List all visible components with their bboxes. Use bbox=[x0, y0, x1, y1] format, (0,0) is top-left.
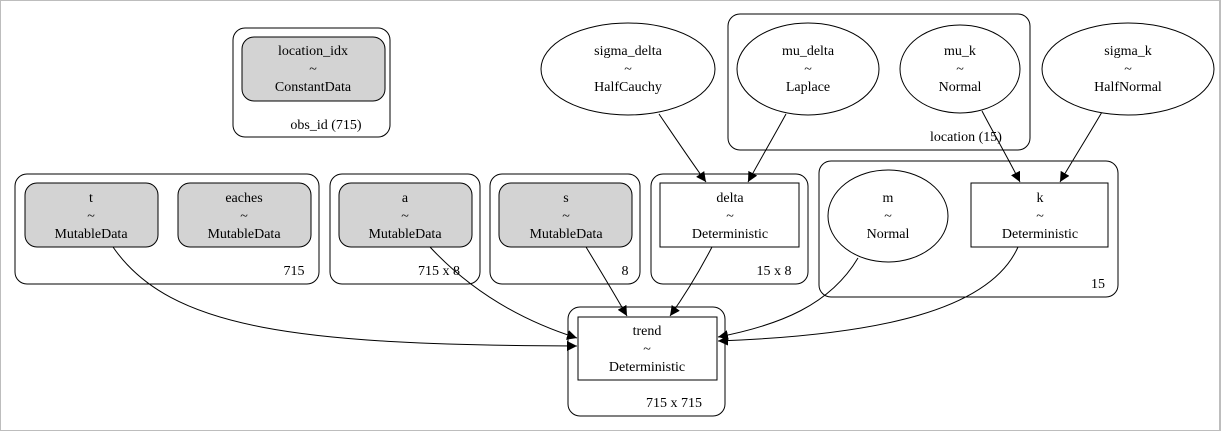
node-sigma-k: sigma_k ~ HalfNormal bbox=[1041, 22, 1215, 116]
node-trend-dist: Deterministic bbox=[609, 360, 685, 375]
node-eaches: eaches ~ MutableData bbox=[177, 182, 312, 248]
plate-label-obs-id: obs_id (715) bbox=[290, 118, 362, 133]
node-mu-delta-tilde: ~ bbox=[804, 62, 812, 77]
node-sigma-k-dist: HalfNormal bbox=[1094, 80, 1162, 95]
edge-sigma-k-to-k bbox=[1059, 111, 1103, 183]
node-k-tilde: ~ bbox=[1036, 209, 1044, 224]
edge-mu-k-to-k bbox=[981, 110, 1021, 183]
edge-delta-to-trend bbox=[669, 246, 713, 317]
node-eaches-dist: MutableData bbox=[207, 227, 281, 242]
node-sigma-delta-name: sigma_delta bbox=[594, 44, 662, 59]
node-s-tilde: ~ bbox=[562, 209, 570, 224]
node-mu-k-name: mu_k bbox=[944, 44, 976, 59]
node-k-dist: Deterministic bbox=[1002, 227, 1078, 242]
node-k-name: k bbox=[1037, 191, 1044, 206]
node-m-name: m bbox=[883, 191, 894, 206]
plate-label-715x715: 715 x 715 bbox=[646, 396, 702, 411]
node-sigma-delta: sigma_delta ~ HalfCauchy bbox=[540, 22, 716, 116]
plate-15x8: 15 x 8 bbox=[650, 173, 809, 285]
node-mu-k: mu_k ~ Normal bbox=[899, 24, 1021, 114]
edge-a-to-trend bbox=[429, 246, 578, 340]
node-delta: delta ~ Deterministic bbox=[659, 182, 800, 248]
node-location-idx-dist: ConstantData bbox=[275, 80, 352, 95]
plate-obs-id: obs_id (715) bbox=[232, 27, 391, 138]
node-delta-name: delta bbox=[716, 191, 744, 206]
node-a-name: a bbox=[402, 191, 409, 206]
node-t-tilde: ~ bbox=[87, 209, 95, 224]
node-a-tilde: ~ bbox=[401, 209, 409, 224]
node-sigma-k-name: sigma_k bbox=[1104, 44, 1151, 59]
plate-715x8: 715 x 8 bbox=[329, 173, 481, 285]
node-t-dist: MutableData bbox=[54, 227, 128, 242]
node-s: s ~ MutableData bbox=[498, 182, 633, 248]
plate-location: location (15) bbox=[727, 13, 1031, 151]
node-delta-tilde: ~ bbox=[726, 209, 734, 224]
node-m-tilde: ~ bbox=[884, 209, 892, 224]
node-trend: trend ~ Deterministic bbox=[577, 316, 718, 381]
edge-s-to-trend bbox=[585, 246, 628, 317]
edge-k-to-trend bbox=[717, 246, 1019, 346]
node-t-name: t bbox=[89, 191, 93, 206]
node-mu-delta: mu_delta ~ Laplace bbox=[736, 22, 880, 116]
plate-label-15: 15 bbox=[1091, 277, 1105, 292]
node-k: k ~ Deterministic bbox=[970, 182, 1109, 248]
node-m: m ~ Normal bbox=[827, 169, 949, 263]
plate-715x715: 715 x 715 bbox=[567, 306, 726, 417]
plate-label-15x8: 15 x 8 bbox=[757, 264, 792, 279]
node-a: a ~ MutableData bbox=[338, 182, 473, 248]
node-sigma-k-tilde: ~ bbox=[1124, 62, 1132, 77]
node-eaches-tilde: ~ bbox=[240, 209, 248, 224]
node-s-name: s bbox=[563, 191, 568, 206]
node-mu-k-dist: Normal bbox=[939, 80, 982, 95]
edge-sigma-delta-to-delta bbox=[658, 113, 707, 183]
node-location-idx: location_idx ~ ConstantData bbox=[241, 36, 386, 102]
edge-m-to-trend bbox=[717, 257, 859, 341]
plate-15: 15 bbox=[818, 160, 1119, 298]
plate-label-715x8: 715 x 8 bbox=[418, 264, 460, 279]
node-trend-tilde: ~ bbox=[643, 342, 651, 357]
plate-label-location: location (15) bbox=[930, 130, 1002, 145]
plate-label-8: 8 bbox=[622, 264, 629, 279]
node-s-dist: MutableData bbox=[529, 227, 603, 242]
node-sigma-delta-tilde: ~ bbox=[624, 62, 632, 77]
plate-715: 715 bbox=[14, 173, 320, 285]
node-t: t ~ MutableData bbox=[24, 182, 159, 248]
plate-label-715: 715 bbox=[284, 264, 305, 279]
node-location-idx-name: location_idx bbox=[278, 44, 348, 59]
node-mu-delta-name: mu_delta bbox=[782, 44, 835, 59]
node-a-dist: MutableData bbox=[368, 227, 442, 242]
node-mu-delta-dist: Laplace bbox=[786, 80, 830, 95]
plate-8: 8 bbox=[489, 173, 641, 285]
node-m-dist: Normal bbox=[867, 227, 910, 242]
node-trend-name: trend bbox=[633, 324, 662, 339]
node-delta-dist: Deterministic bbox=[692, 227, 768, 242]
node-location-idx-tilde: ~ bbox=[309, 62, 317, 77]
edge-t-to-trend bbox=[112, 246, 578, 351]
node-eaches-name: eaches bbox=[225, 191, 262, 206]
node-sigma-delta-dist: HalfCauchy bbox=[594, 80, 662, 95]
edge-mu-delta-to-delta bbox=[747, 113, 787, 183]
node-mu-k-tilde: ~ bbox=[956, 62, 964, 77]
